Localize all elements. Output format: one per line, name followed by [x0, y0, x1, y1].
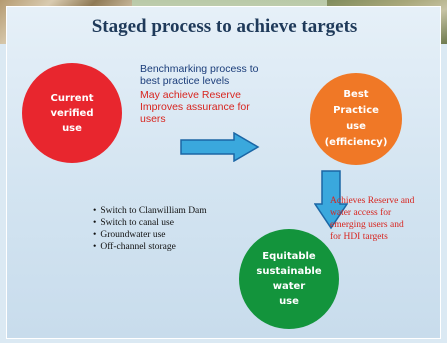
reserve-line: Improves assurance for	[140, 101, 250, 113]
node-current-line: verified	[50, 107, 94, 119]
node-equitable-sustainable-water-use: Equitable sustainable water use	[239, 229, 339, 329]
node-current-line: Current	[50, 92, 94, 104]
reserve-line: users	[140, 113, 166, 125]
node-best-line: Practice	[333, 105, 379, 116]
reserve-text: May achieve Reserve Improves assurance f…	[140, 89, 310, 125]
options-list: Switch to Clanwilliam Dam Switch to cana…	[93, 205, 207, 253]
slide-panel: Staged process to achieve targets Curren…	[6, 6, 441, 339]
list-item: Switch to canal use	[93, 217, 207, 229]
achieves-reserve-text: Achieves Reserve and water access for em…	[330, 195, 447, 243]
arrow-down-icon	[314, 170, 348, 230]
achieves-line: emerging users and	[330, 220, 404, 230]
node-best-practice-use: Best Practice use (efficiency)	[310, 73, 402, 165]
node-current-line: use	[62, 122, 82, 134]
node-equitable-line: sustainable	[256, 266, 322, 277]
achieves-line: Achieves Reserve and	[330, 196, 415, 206]
achieves-line: for HDI targets	[330, 232, 388, 242]
list-item: Off-channel storage	[93, 241, 207, 253]
benchmarking-line: Benchmarking process to	[140, 63, 259, 75]
node-equitable-line: Equitable	[262, 251, 316, 262]
node-best-line: use	[346, 121, 366, 132]
node-current-verified-use: Current verified use	[22, 63, 122, 163]
node-equitable-line: water	[272, 281, 306, 292]
reserve-line: May achieve Reserve	[140, 89, 241, 101]
benchmarking-text: Benchmarking process to best practice le…	[140, 63, 310, 87]
slide-title: Staged process to achieve targets	[91, 16, 358, 37]
arrow-right-icon	[180, 132, 260, 162]
node-equitable-line: use	[279, 296, 299, 307]
benchmarking-line: best practice levels	[140, 75, 230, 87]
list-item: Switch to Clanwilliam Dam	[93, 205, 206, 217]
list-item: Groundwater use	[93, 229, 207, 241]
node-best-line: (efficiency)	[324, 137, 388, 148]
node-best-line: Best	[343, 89, 369, 100]
achieves-line: water access for	[330, 208, 392, 218]
